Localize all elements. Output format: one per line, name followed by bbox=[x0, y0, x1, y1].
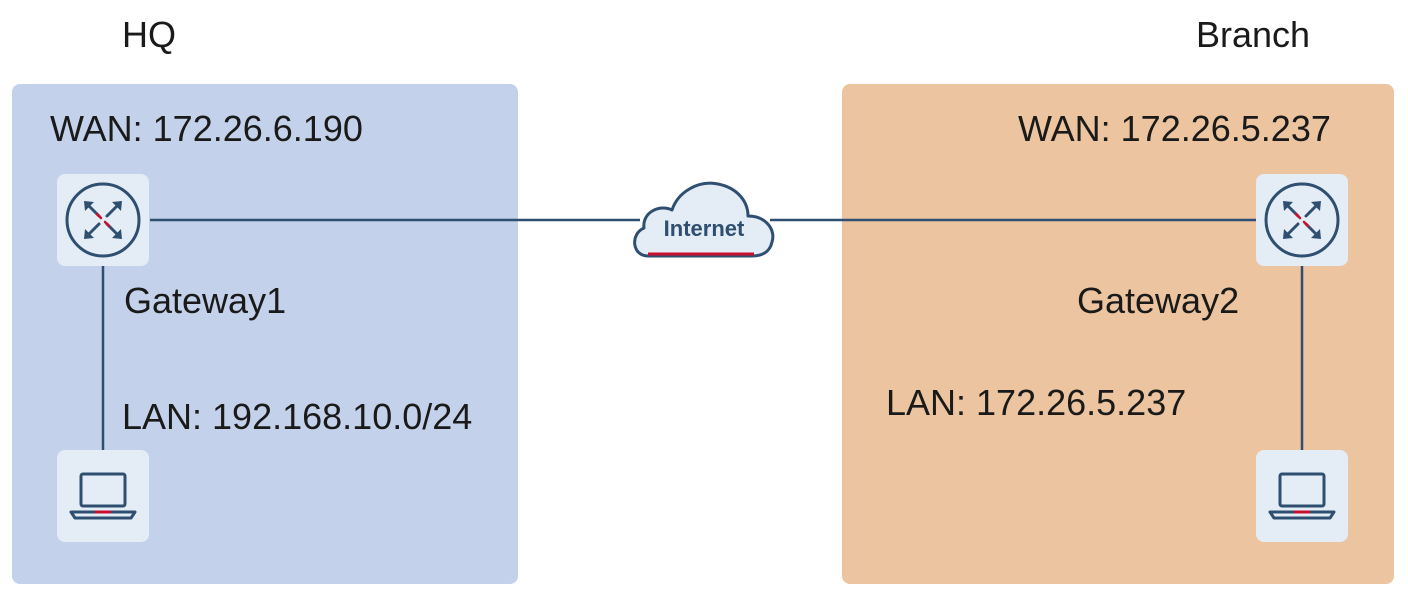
laptop-icon bbox=[1268, 472, 1336, 520]
hq-client-node[interactable] bbox=[57, 450, 149, 542]
router-icon bbox=[65, 182, 141, 258]
router-icon bbox=[1264, 182, 1340, 258]
laptop-icon bbox=[69, 472, 137, 520]
branch-gateway-label: Gateway2 bbox=[1077, 280, 1240, 321]
gateway2-node[interactable] bbox=[1256, 174, 1348, 266]
gateway1-node[interactable] bbox=[57, 174, 149, 266]
branch-wan-label: WAN: 172.26.5.237 bbox=[1018, 108, 1331, 149]
branch-client-node[interactable] bbox=[1256, 450, 1348, 542]
branch-lan-label: LAN: 172.26.5.237 bbox=[886, 382, 1187, 423]
cloud-icon bbox=[633, 181, 775, 258]
hq-wan-label: WAN: 172.26.6.190 bbox=[50, 108, 363, 149]
hq-title: HQ bbox=[122, 14, 176, 55]
branch-title: Branch bbox=[1196, 14, 1311, 55]
hq-gateway-label: Gateway1 bbox=[124, 280, 287, 321]
internet-cloud[interactable]: Internet bbox=[626, 172, 782, 268]
internet-label: Internet bbox=[664, 216, 745, 241]
hq-lan-label: LAN: 192.168.10.0/24 bbox=[122, 396, 473, 437]
